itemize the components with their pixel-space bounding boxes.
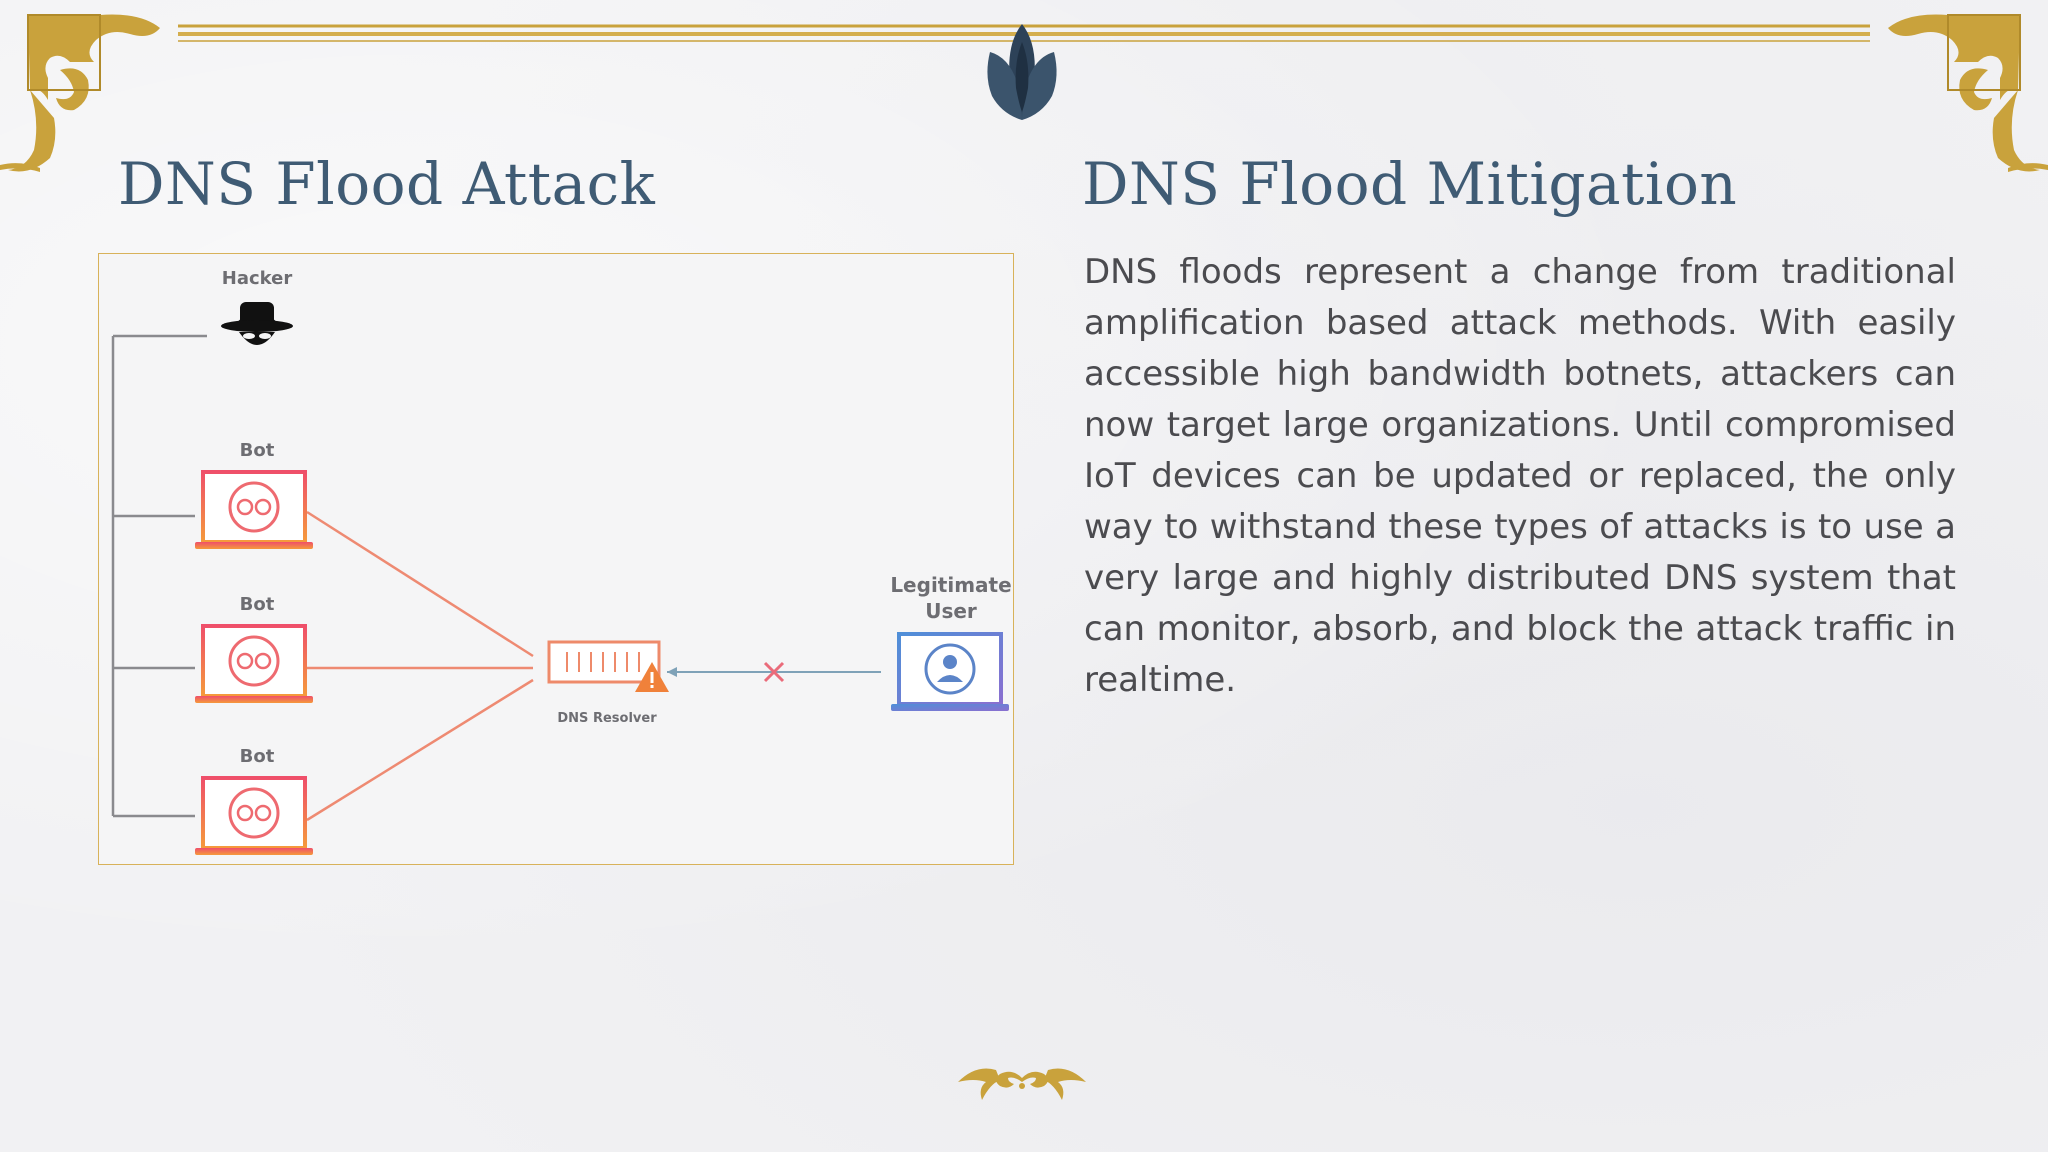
corner-ornament-right-icon [1888,14,2048,172]
right-heading: DNS Flood Mitigation [1082,150,1738,218]
dns-resolver-icon [547,640,661,684]
dns-resolver-label: DNS Resolver [557,711,657,726]
legitimate-user: Legitimate User [890,573,1012,711]
bot-3: Bot [195,746,313,855]
hacker-icon [221,302,293,345]
lotus-icon [987,24,1057,120]
dns-flood-diagram: Hacker [98,253,1014,865]
attack-traffic-lines [306,510,534,822]
bot-label: Bot [240,594,275,615]
dns-resolver: DNS Resolver [547,640,669,726]
corner-ornament-left-icon [0,14,160,172]
bot-2: Bot [195,594,313,703]
bot-laptop-icon [195,776,313,855]
bot-label: Bot [240,746,275,767]
hacker-label: Hacker [222,268,293,289]
bot-1: Bot [195,440,313,549]
blocked-x-icon [763,661,785,683]
user-label-line2: User [925,599,977,623]
diagram-canvas: Hacker [111,268,1012,855]
legitimate-request-line [667,661,881,683]
left-heading: DNS Flood Attack [118,150,656,218]
bot-laptop-icon [195,470,313,549]
user-label-line1: Legitimate [890,573,1011,597]
bot-laptop-icon [195,624,313,703]
warning-icon [635,662,669,692]
mitigation-paragraph: DNS floods represent a change from tradi… [1084,252,1956,700]
user-laptop-icon [891,632,1009,711]
bot-label: Bot [240,440,275,461]
command-lines [111,334,207,818]
bottom-flourish-icon [958,1068,1086,1100]
